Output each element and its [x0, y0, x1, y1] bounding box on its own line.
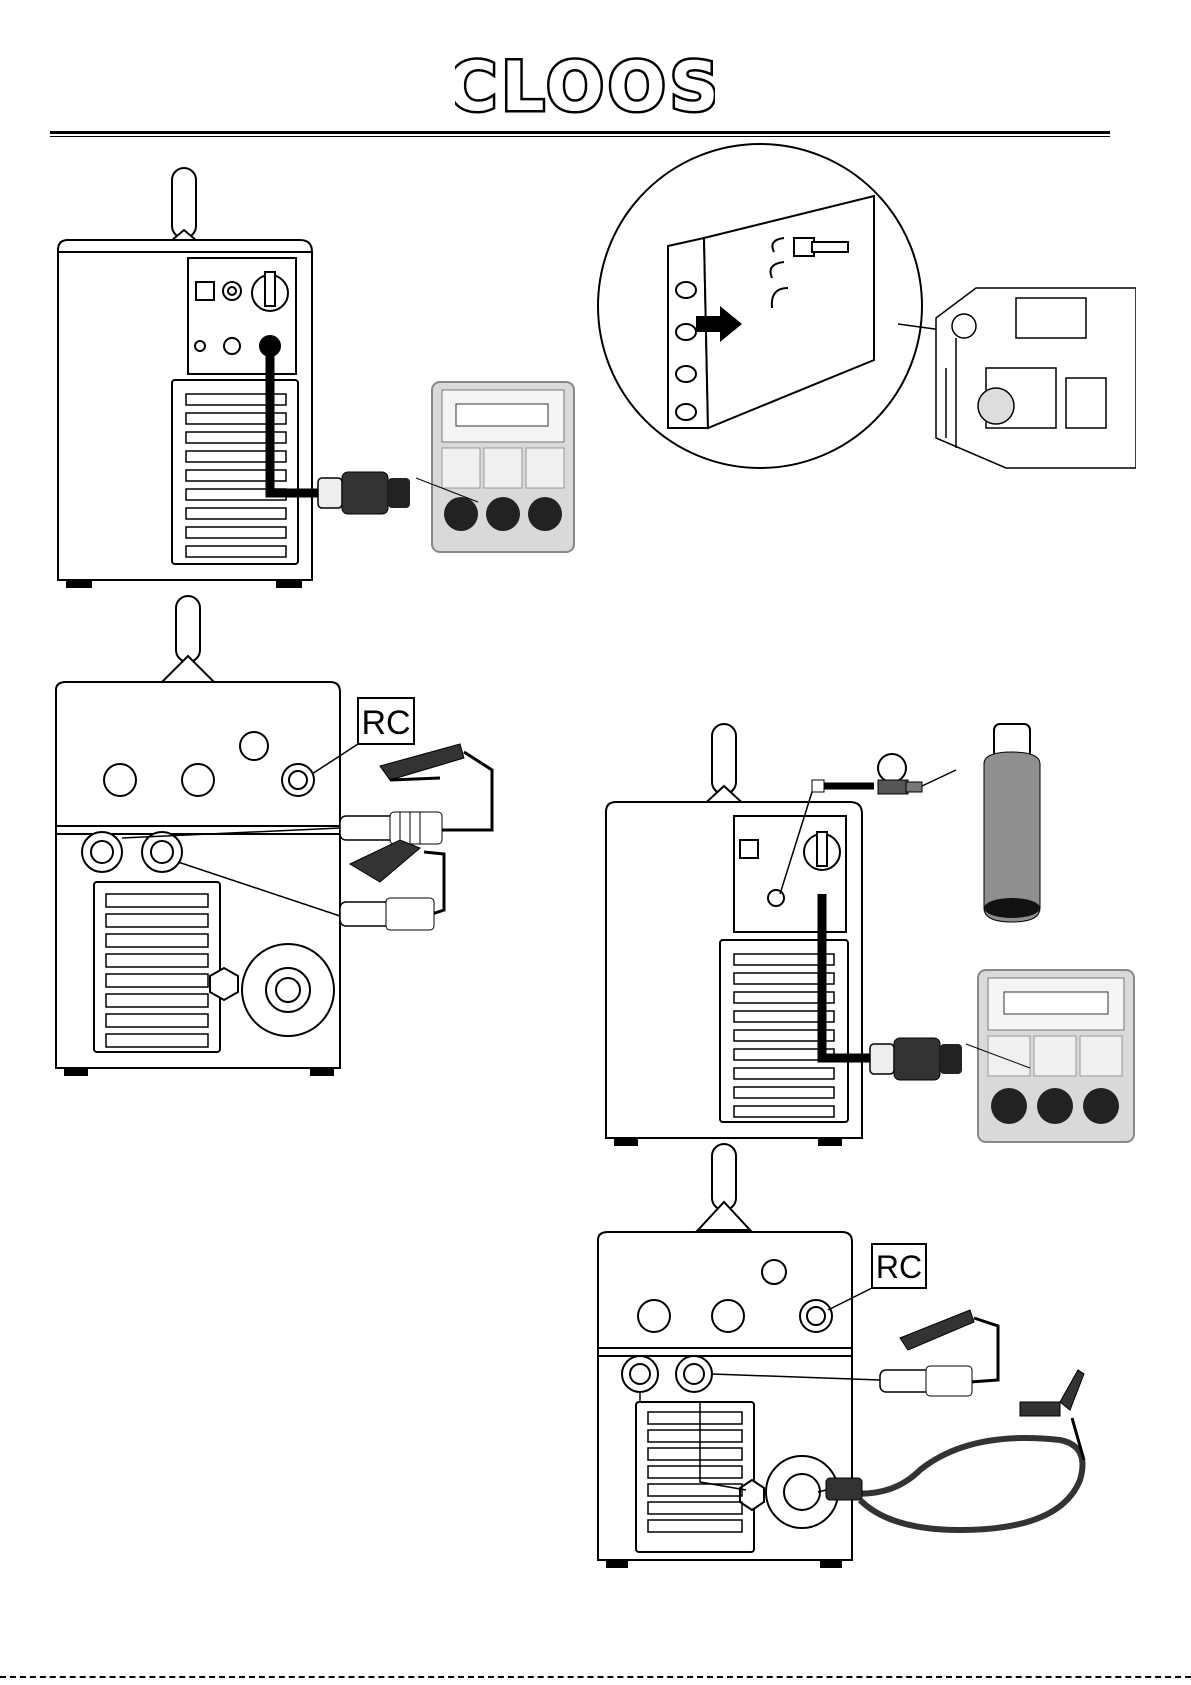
header-rule-thick: [50, 131, 1110, 134]
control-knob-2: [182, 764, 214, 796]
remote-control-label: RC: [876, 1249, 922, 1285]
ventilation-grille: [172, 380, 298, 564]
control-knob-2: [712, 1300, 744, 1332]
gas-cylinder: [984, 724, 1040, 922]
socket-distribution-box: [978, 970, 1134, 1142]
figure-internal-setting-detail: [596, 138, 1136, 498]
socket-distribution-box: [432, 382, 574, 552]
electrode-cable: [440, 752, 492, 830]
gas-inlet-fitting: [768, 890, 784, 906]
electrode-holder: [380, 744, 464, 780]
figure-mma-connection: RC: [40, 590, 510, 1090]
figure-mains-connection: [40, 160, 580, 600]
earth-cable: [970, 1318, 998, 1382]
control-knob-1: [638, 1300, 670, 1332]
lifting-handle: [172, 168, 196, 238]
control-knob-3: [762, 1260, 786, 1284]
remote-control-label: RC: [361, 704, 410, 742]
rear-panel-plate: [188, 258, 296, 374]
footer-dashed-rule: [0, 1676, 1191, 1678]
gas-nut: [210, 968, 238, 1000]
figure-tig-connection: RC: [590, 1140, 1130, 1580]
cable-plug: [880, 1366, 972, 1396]
rear-panel-plate: [734, 816, 846, 932]
gas-regulator: [878, 754, 922, 794]
figure-gas-mains-connection: [600, 708, 1140, 1158]
mains-plug: [870, 1038, 962, 1080]
lifting-handle: [712, 1144, 736, 1210]
control-knob-3: [240, 732, 268, 760]
earth-clamp: [900, 1310, 974, 1350]
lifting-handle: [176, 596, 200, 662]
ventilation-grille: [720, 940, 848, 1122]
cable-plug-2: [340, 898, 434, 930]
machine-internals-sketch: [936, 288, 1136, 468]
mains-plug: [318, 472, 410, 514]
indicator-square: [740, 840, 758, 858]
header-rule-thin: [50, 136, 1110, 137]
cable-plug-1: [340, 812, 442, 844]
control-knob-1: [104, 764, 136, 796]
lifting-handle: [712, 724, 736, 794]
brand-logo: CLOOS: [455, 52, 715, 122]
gas-nut: [740, 1480, 764, 1510]
earth-clamp: [350, 840, 420, 882]
brand-logo-text: CLOOS: [455, 52, 715, 122]
